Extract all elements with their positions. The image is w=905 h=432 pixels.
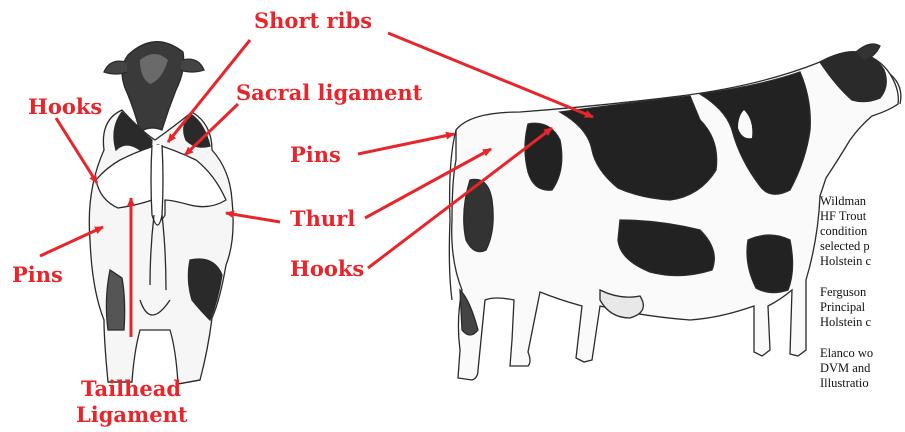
label-thurl: Thurl bbox=[290, 208, 355, 230]
label-hooks-side: Hooks bbox=[290, 258, 364, 280]
citation-notes: Wildman HF Trout condition selected p Ho… bbox=[820, 194, 905, 407]
citation-note-2: Ferguson Principal Holstein c bbox=[820, 285, 905, 330]
citation-note-3: Elanco wo DVM and Illustratio bbox=[820, 346, 905, 391]
label-pins-rear: Pins bbox=[12, 264, 63, 286]
label-short-ribs: Short ribs bbox=[254, 10, 372, 32]
label-tailhead-line1: Tailhead bbox=[76, 378, 186, 400]
label-tailhead-line2: Ligament bbox=[76, 404, 186, 426]
arrow-thurl-rear bbox=[226, 213, 280, 222]
arrow-hooks-rear bbox=[56, 118, 97, 183]
citation-note-1: Wildman HF Trout condition selected p Ho… bbox=[820, 194, 905, 269]
label-pins-side: Pins bbox=[290, 144, 341, 166]
label-sacral-ligament: Sacral ligament bbox=[236, 82, 422, 104]
label-tailhead-ligament: Tailhead Ligament bbox=[76, 378, 186, 426]
rear-view-cow-illustration bbox=[89, 42, 233, 384]
arrow-pins-side bbox=[358, 134, 454, 154]
label-hooks-rear: Hooks bbox=[28, 96, 102, 118]
